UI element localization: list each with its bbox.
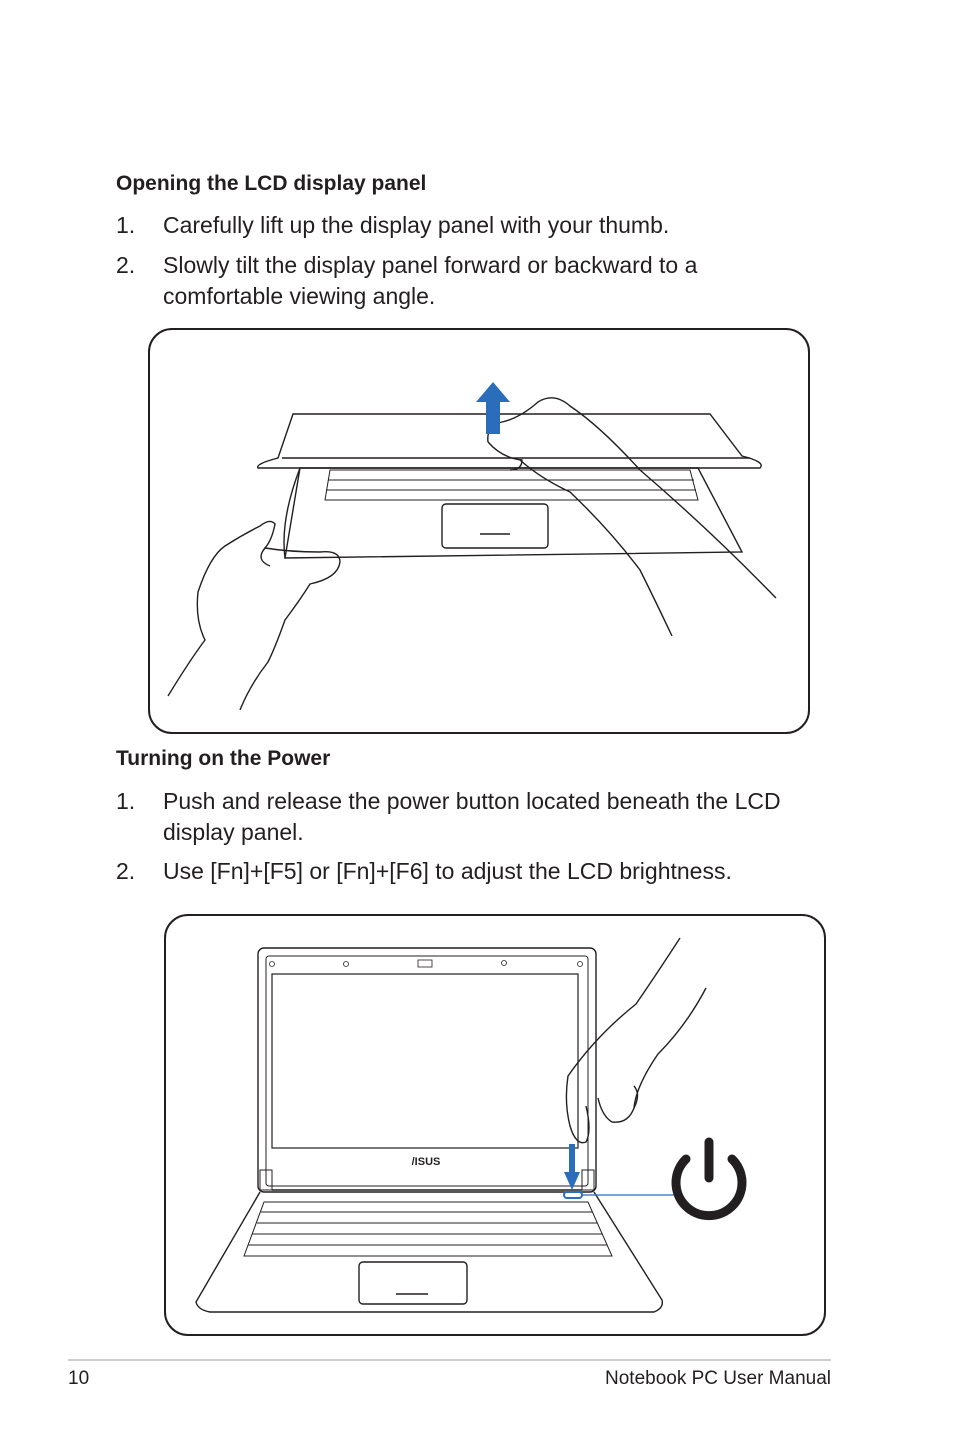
manual-title: Notebook PC User Manual xyxy=(605,1368,831,1389)
asus-logo: /ISUS xyxy=(412,1156,441,1168)
step-number: 2. xyxy=(116,858,136,884)
page-number: 10 xyxy=(68,1368,90,1389)
power-icon xyxy=(671,1137,747,1221)
list-item: 2. Use [Fn]+[F5] or [Fn]+[F6] to adjust … xyxy=(116,856,816,887)
step-number: 1. xyxy=(116,788,136,814)
footer-divider xyxy=(68,1359,831,1361)
figure-power-button: /ISUS xyxy=(164,914,826,1336)
step-number: 2. xyxy=(116,252,136,278)
list-item: 2. Slowly tilt the display panel forward… xyxy=(116,250,816,312)
down-arrow-icon xyxy=(564,1144,580,1190)
step-text: Slowly tilt the display panel forward or… xyxy=(163,252,698,309)
section-heading-opening-lcd: Opening the LCD display panel xyxy=(116,172,427,195)
list-item: 1. Carefully lift up the display panel w… xyxy=(116,210,816,241)
step-number: 1. xyxy=(116,212,136,238)
up-arrow-icon xyxy=(476,382,510,434)
list-item: 1. Push and release the power button loc… xyxy=(116,786,816,848)
figure-opening-display xyxy=(148,328,810,734)
step-text: Use [Fn]+[F5] or [Fn]+[F6] to adjust the… xyxy=(163,858,732,884)
illustration-laptop-power: /ISUS xyxy=(195,937,747,1313)
step-text: Push and release the power button locate… xyxy=(163,788,781,845)
step-text: Carefully lift up the display panel with… xyxy=(163,212,670,238)
illustration-laptop-lid-lift xyxy=(167,382,777,711)
section-heading-turning-on-power: Turning on the Power xyxy=(116,747,331,770)
